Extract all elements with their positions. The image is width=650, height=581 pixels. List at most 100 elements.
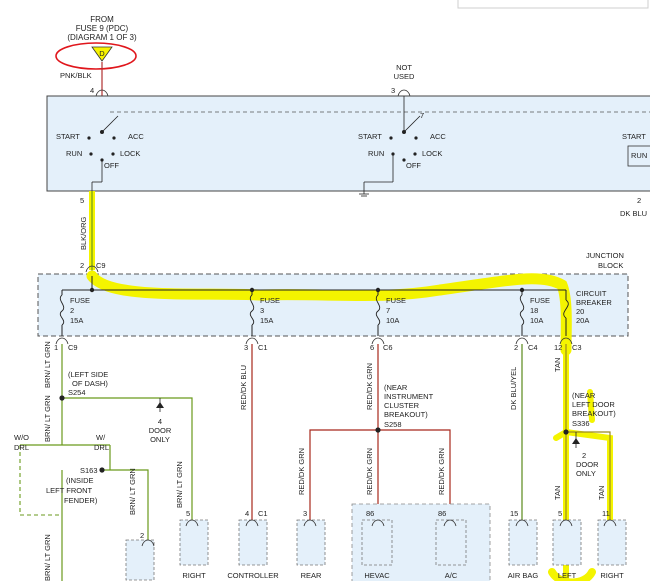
connector-triangle-icon [91,46,113,62]
comp-controller: CONTROLLER [227,571,279,580]
splice-s163-dot [99,467,105,473]
s254-line2: OF DASH) [72,379,108,388]
switch3-run: RUN [631,151,647,160]
wire-dkblu-yel-label: DK BLU/YEL [509,367,518,410]
out3-pin: 6 [370,343,374,352]
fuse2-name: FUSE [70,296,90,305]
splice-s258-dot [375,427,381,433]
out1-pin: 1 [54,343,58,352]
pin-3-label: 3 [391,86,395,95]
switch2-start: START [358,132,382,141]
switch2-acc: ACC [430,132,446,141]
door-arrow-icon [156,402,164,408]
door-line1: DOOR [149,426,172,435]
switch3-contact [627,145,650,167]
junction-title-2: BLOCK [598,261,623,270]
bottom-pin-86b: 86 [438,509,446,518]
out2-pin: 3 [244,343,248,352]
s258-line1: (NEAR [384,383,408,392]
out5-pin: 12 [554,343,562,352]
wire-pnk-blk-label: PNK/BLK [60,71,92,80]
pin-3-arc [397,89,411,97]
wire-red-dkgrn-2: RED/DK GRN [297,448,306,495]
left-highlight [548,568,596,581]
comp-rear: REAR [301,571,322,580]
switch1-acc: ACC [128,132,144,141]
not-label: NOT [396,63,412,72]
output-connectors [55,337,573,345]
fuse2-amp: 15A [70,316,83,325]
switch1-run: RUN [66,149,82,158]
from-diagram-label: (DIAGRAM 1 OF 3) [67,33,137,42]
door2-arrow-icon [572,438,580,444]
fuse-7 [375,290,381,336]
fuse-18 [519,290,525,336]
door2-num: 2 [582,451,586,460]
switch1-off: OFF [104,161,119,170]
out1-conn: C9 [68,343,78,352]
popup-corner [457,0,649,9]
green-wires [20,344,193,581]
c9-top-pin: 2 [80,261,84,270]
component-pin-arcs [141,519,617,547]
pin-2-label: 2 [637,196,641,205]
out4-pin: 2 [514,343,518,352]
used-label: USED [394,72,415,81]
c9-top-arc [85,265,99,273]
pin-4-arc [95,89,109,97]
switch2-run: RUN [368,149,384,158]
wo-drl-1: W/O [14,433,29,442]
bottom-pin-5a: 5 [186,509,190,518]
s163-line4: FENDER) [64,496,98,505]
switch-number-7: 7 [420,111,424,120]
comp-airbag: AIR BAG [508,571,539,580]
wire-red-dkgrn-1: RED/DK GRN [365,363,374,410]
fuse3-name: FUSE [260,296,280,305]
s258-line3: CLUSTER [384,401,420,410]
s336-line3: BREAKOUT) [572,409,616,418]
fuse7-amp: 10A [386,316,399,325]
from-fuse-label: FUSE 9 (PDC) [76,24,129,33]
s258-line5: S258 [384,420,402,429]
fuse3-amp: 15A [260,316,273,325]
out2-conn: C1 [258,343,268,352]
comp-ac: A/C [445,571,458,580]
cb-amp: 20A [576,316,589,325]
s336-line4: S336 [572,419,590,428]
bottom-pin-2: 2 [140,531,144,540]
fuse7-name: FUSE [386,296,406,305]
annotation-circle [55,42,137,70]
wo-drl-2: DRL [14,443,29,452]
s254-line1: (LEFT SIDE [68,370,108,379]
comp-hevac: HEVAC [364,571,390,580]
wire-red-dkgrn-4: RED/DK GRN [437,448,446,495]
bottom-pin-4: 4 [245,509,249,518]
switch2-lock: LOCK [422,149,442,158]
wire-brn-ltgrn-2: BRN/ LT GRN [43,395,52,442]
s336-line2: LEFT DOOR [572,400,615,409]
door-line2: ONLY [150,435,170,444]
bottom-pin-11: 11 [602,509,610,518]
fuse18-num: 18 [530,306,538,315]
out5-conn: C3 [572,343,582,352]
wire-red-dkgrn-3: RED/DK GRN [365,448,374,495]
wire-brn-ltgrn-1: BRN/ LT GRN [43,341,52,388]
ignition-switch-box [46,95,650,192]
pin-5-label: 5 [80,196,84,205]
s336-line1: (NEAR [572,391,596,400]
bus-highlight [86,270,572,356]
out4-conn: C4 [528,343,538,352]
fuse18-name: FUSE [530,296,550,305]
junction-title-1: JUNCTION [586,251,624,260]
cb-name: CIRCUIT [576,289,607,298]
out3-conn: C6 [383,343,393,352]
s163-line2: (INSIDE [66,476,94,485]
fuse-3 [249,290,255,336]
component-boxes [125,519,627,581]
fuse-2 [59,290,65,336]
switch1-start: START [56,132,80,141]
fuse3-num: 3 [260,306,264,315]
s163-line1: S163 [80,466,98,475]
junction-block-box [37,273,629,337]
